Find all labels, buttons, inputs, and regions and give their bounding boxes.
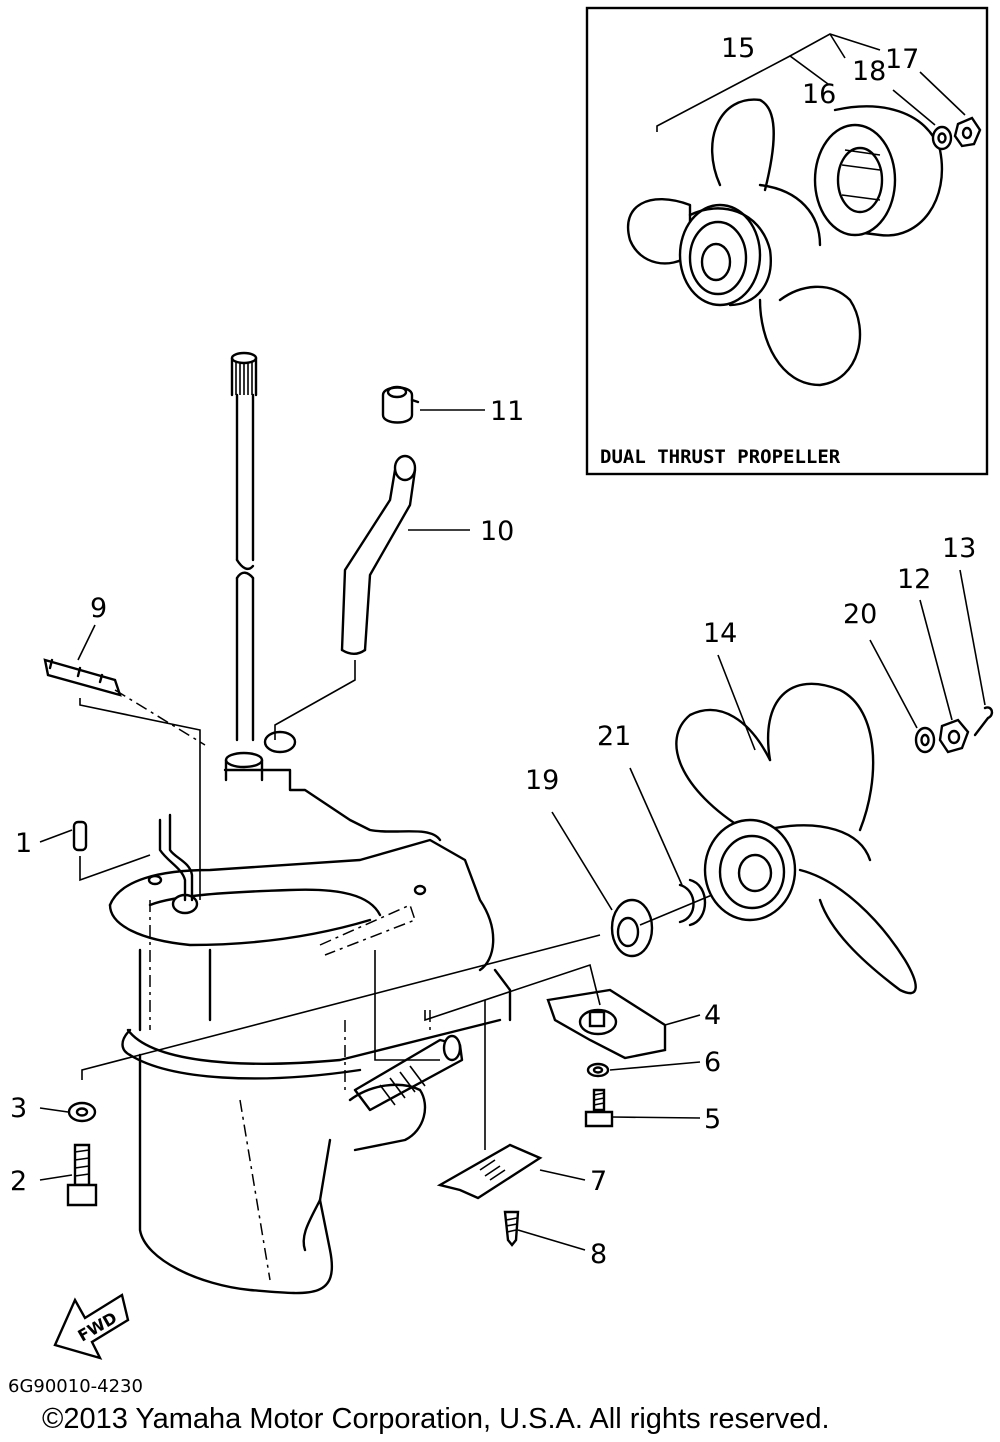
copyright-notice: ©2013 Yamaha Motor Corporation, U.S.A. A… bbox=[42, 1403, 830, 1435]
grommet bbox=[381, 385, 420, 424]
figure-code: 6G90010-4230 bbox=[8, 1376, 143, 1397]
dowel-pin bbox=[72, 820, 88, 852]
callout-13: 13 bbox=[942, 533, 976, 564]
callout-1: 1 bbox=[15, 828, 32, 859]
callout-8: 8 bbox=[590, 1239, 607, 1270]
inset-title: DUAL THRUST PROPELLER bbox=[600, 446, 841, 468]
callout-19: 19 bbox=[525, 765, 559, 796]
callout-2: 2 bbox=[10, 1166, 27, 1197]
callout-15: 15 bbox=[721, 33, 755, 64]
anode-bar bbox=[43, 658, 122, 697]
propeller bbox=[675, 682, 917, 995]
bolt-2 bbox=[66, 1143, 98, 1207]
callout-11: 11 bbox=[490, 396, 524, 427]
callout-7: 7 bbox=[590, 1166, 607, 1197]
inset-propeller bbox=[627, 98, 862, 387]
fwd-arrow: FWD bbox=[53, 1293, 130, 1360]
dual-thrust-inset: DUAL THRUST PROPELLER bbox=[585, 6, 989, 476]
bolt-5 bbox=[584, 1088, 614, 1128]
spacer bbox=[678, 878, 707, 927]
inset-thrust-hub bbox=[813, 105, 944, 237]
washer-6 bbox=[586, 1062, 610, 1078]
callout-6: 6 bbox=[704, 1047, 721, 1078]
trim-tab bbox=[546, 988, 667, 1060]
nut-12 bbox=[938, 718, 970, 754]
washer-20 bbox=[914, 726, 936, 754]
callout-5: 5 bbox=[704, 1104, 721, 1135]
callout-10: 10 bbox=[480, 516, 514, 547]
inset-washer bbox=[931, 125, 953, 151]
inset-nut bbox=[953, 116, 982, 148]
drive-shaft bbox=[230, 351, 258, 742]
callout-20: 20 bbox=[843, 599, 877, 630]
callout-17: 17 bbox=[885, 44, 919, 75]
washer-3 bbox=[67, 1101, 97, 1123]
propeller-shaft bbox=[353, 1034, 464, 1112]
callout-18: 18 bbox=[852, 56, 886, 87]
callout-12: 12 bbox=[897, 564, 931, 595]
callout-14: 14 bbox=[703, 618, 737, 649]
callout-21: 21 bbox=[597, 721, 631, 752]
callout-16: 16 bbox=[802, 79, 836, 110]
cotter-pin bbox=[973, 706, 994, 737]
screw-8 bbox=[503, 1210, 520, 1247]
callout-9: 9 bbox=[90, 593, 107, 624]
callout-4: 4 bbox=[704, 1000, 721, 1031]
leader-lines bbox=[39, 409, 986, 1251]
callout-3: 3 bbox=[10, 1093, 27, 1124]
thrust-washer bbox=[610, 898, 654, 958]
anode-7 bbox=[436, 1143, 543, 1200]
water-tube bbox=[340, 454, 417, 655]
